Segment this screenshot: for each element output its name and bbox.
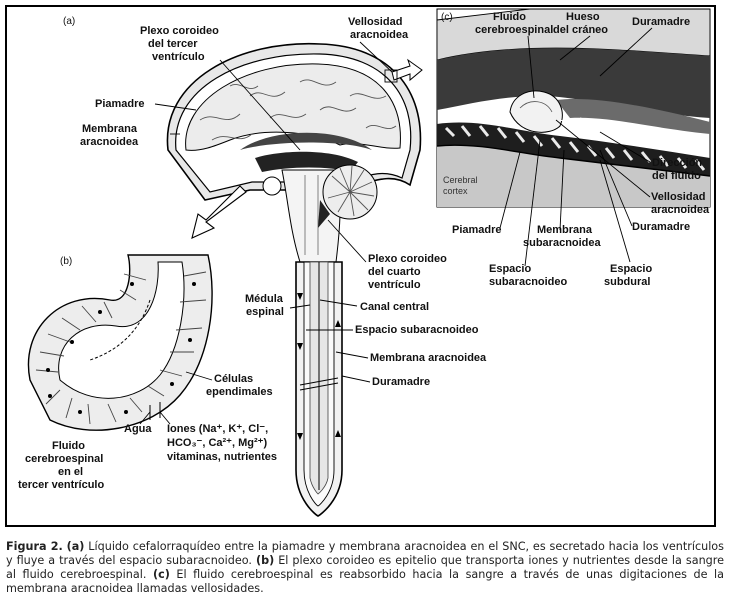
cerebral-cortex: [437, 145, 710, 207]
caption-c-text: El fluido cerebroespinal es reabsorbido …: [6, 568, 725, 595]
label-membrana-1: Membrana: [82, 123, 138, 135]
label-membrana-arac: Membrana aracnoidea: [370, 352, 487, 364]
label-duramadre-c-right: Duramadre: [632, 221, 690, 233]
fluid-direction-arrows: [559, 117, 651, 137]
label-fluido-3: en el: [58, 466, 83, 478]
label-vellosidad-c-1: Vellosidad: [651, 191, 705, 203]
corpus-callosum: [240, 132, 372, 150]
cerebellum-folia: [327, 165, 375, 217]
label-direccion-2: del fluido: [652, 170, 701, 182]
label-celulas-2: ependimales: [206, 386, 273, 398]
label-duramadre-c-top: Duramadre: [632, 16, 690, 28]
panel-c-villus: [436, 8, 711, 208]
villus-box: [384, 69, 398, 83]
label-piamadre-c: Piamadre: [452, 224, 502, 236]
label-espacio-sub-c-2: subaracnoideo: [489, 276, 568, 288]
fourth-ventricle: [318, 200, 330, 228]
cerebrum: [185, 63, 401, 151]
label-hueso-2: del cráneo: [553, 24, 608, 36]
label-vellosidad-c-2: aracnoidea: [651, 204, 710, 216]
label-fluido-1: Fluido: [52, 440, 85, 452]
panel-c-leaders: [499, 27, 653, 267]
choroid-capillary-core: [58, 261, 185, 399]
panel-a-leaders: [154, 41, 393, 383]
caption-a-tag: (a): [66, 540, 85, 553]
caption-b-text: El plexo coroideo es epitelio que transp…: [6, 554, 724, 581]
label-membrana-sub-1: Membrana: [537, 224, 593, 236]
caption-b-tag: (b): [255, 554, 275, 567]
label-piamadre: Piamadre: [95, 98, 145, 110]
panel-b-epithelium: [27, 254, 213, 431]
label-medula-1: Médula: [245, 293, 284, 305]
label-plexo-cuarto-3: ventrículo: [368, 279, 421, 291]
label-membrana-2: aracnoidea: [80, 136, 139, 148]
label-fluido-2: cerebroespinal: [25, 453, 103, 465]
label-plexo-cuarto-2: del cuarto: [368, 266, 421, 278]
third-ventricle: [255, 151, 358, 172]
caption-c-tag: (c): [152, 568, 170, 581]
label-cerebral: Cerebral: [443, 175, 478, 185]
trabeculae: [444, 125, 706, 171]
dura-layer: [437, 48, 710, 118]
label-fluido-cs-1: Fluido: [493, 11, 526, 23]
figure-caption: Figura 2. (a) Líquido cefalorraquídeo en…: [6, 540, 724, 596]
cord-cut-mark: [299, 377, 339, 391]
label-espacio-sub-c-1: Espacio: [489, 263, 531, 275]
caption-fig: Figura 2.: [6, 540, 63, 553]
label-direccion-1: Dirección: [652, 157, 702, 169]
panel-b-label: (b): [60, 256, 72, 267]
caption-a-text: Líquido cefalorraquídeo entre la piamadr…: [6, 540, 724, 567]
pia-mater-line: [436, 144, 711, 177]
label-espacio-sub: Espacio subaracnoideo: [355, 324, 479, 336]
label-plexo-tercer-1: Plexo coroideo: [140, 25, 219, 37]
label-fluido-cs-2: cerebroespinal: [475, 24, 553, 36]
label-vellosidad-2: aracnoidea: [350, 29, 409, 41]
label-iones-2: HCO₃⁻, Ca²⁺, Mg²⁺): [167, 437, 267, 449]
label-plexo-tercer-2: del tercer: [148, 38, 198, 50]
label-agua: Agua: [124, 423, 152, 435]
label-iones-3: vitaminas, nutrientes: [167, 451, 277, 463]
csf-diagram: (a) Plexo coroideo del tercer ventrículo…: [18, 8, 711, 517]
label-medula-2: espinal: [246, 306, 284, 318]
label-vellosidad-1: Vellosidad: [348, 16, 402, 28]
label-cortex: cortex: [443, 186, 468, 196]
label-duramadre-a: Duramadre: [372, 376, 430, 388]
label-espacio-subdural-1: Espacio: [610, 263, 652, 275]
label-iones-1: Iones (Na⁺, K⁺, Cl⁻,: [167, 423, 268, 435]
label-plexo-tercer-3: ventrículo: [152, 51, 205, 63]
label-membrana-sub-2: subaracnoidea: [523, 237, 602, 249]
label-hueso-1: Hueso: [566, 11, 600, 23]
pituitary: [262, 176, 282, 196]
label-fluido-4: tercer ventrículo: [18, 479, 104, 491]
panel-a-label: (a): [63, 16, 75, 27]
csf-outflow-arrow: [191, 185, 247, 239]
brainstem-lines: [304, 175, 319, 255]
panel-a-brain: [166, 42, 423, 263]
label-celulas-1: Células: [214, 373, 253, 385]
panel-b-leaders: [139, 371, 213, 425]
venous-sinus: [556, 98, 710, 134]
spinal-cord: [295, 261, 343, 517]
label-espacio-subdural-2: subdural: [604, 276, 650, 288]
label-plexo-cuarto-1: Plexo coroideo: [368, 253, 447, 265]
arachnoid-villus: [509, 90, 563, 133]
panel-c-label: (c): [441, 12, 453, 23]
label-canal-central: Canal central: [360, 301, 429, 313]
